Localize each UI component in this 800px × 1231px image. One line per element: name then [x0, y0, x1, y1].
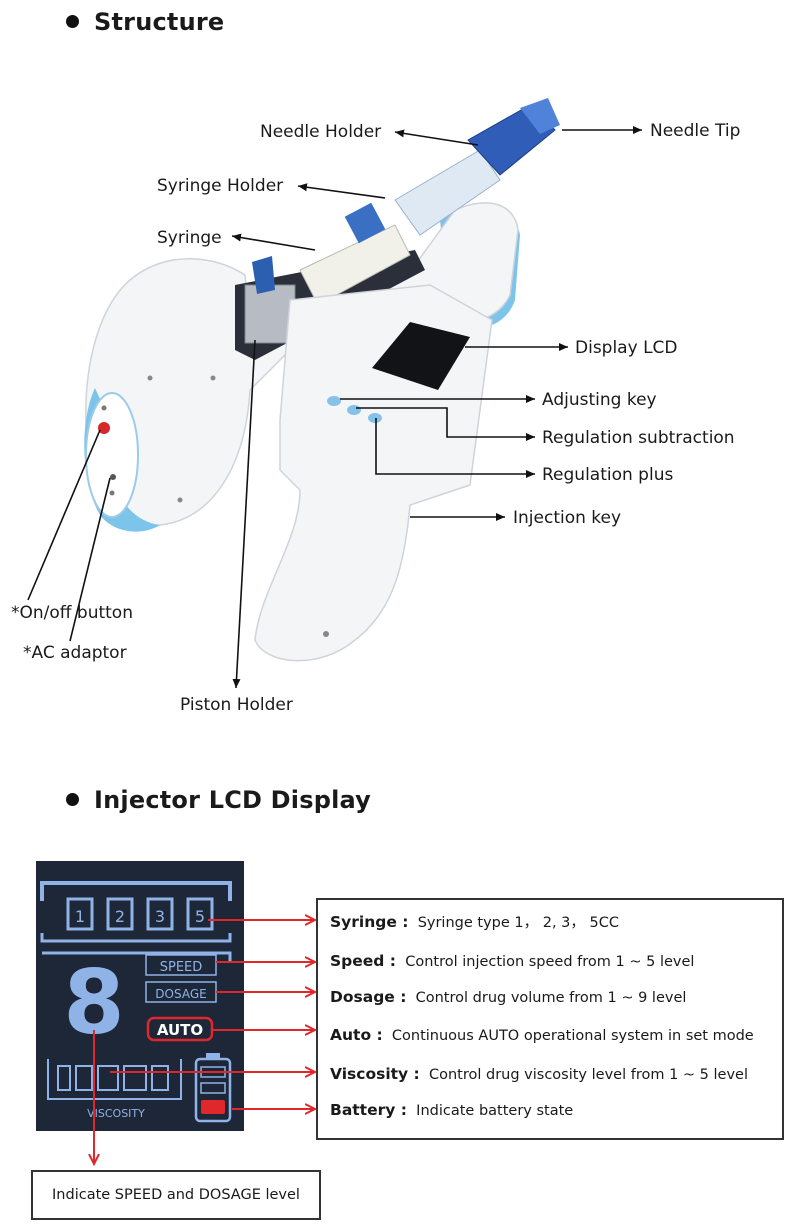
lcd-viscosity-label: VISCOSITY: [87, 1107, 145, 1120]
adjusting-key-button: [327, 396, 341, 406]
lcd-speed-label: SPEED: [160, 960, 203, 975]
lcd-battery-cap: [206, 1053, 220, 1059]
legend-desc: Control drug viscosity level from 1 ~ 5 …: [428, 1067, 748, 1083]
legend-term: Syringe :: [330, 913, 409, 931]
lcd-panel: 1 2 3 5 8 SPEED DOSAGE AUTO VISCOSITY: [36, 861, 244, 1131]
syringe-arrow: [231, 233, 316, 251]
lcd-syringe-icons: 1 2 3 5: [66, 897, 214, 931]
lcd-syringe-num: 5: [195, 907, 205, 926]
lcd-viscosity-bar: [151, 1065, 169, 1091]
lcd-syringe-frame-bottom: [40, 933, 232, 943]
device-screw-icon: [109, 490, 115, 496]
needle-tip: [520, 98, 560, 134]
label-regulation-plus: Regulation plus: [542, 465, 674, 485]
lcd-speed-box: [145, 954, 217, 976]
bullet-icon: [66, 792, 79, 806]
lcd-syringe-num: 1: [75, 907, 85, 926]
legend-term: Dosage :: [330, 988, 407, 1006]
lcd-battery-cell: [200, 1082, 226, 1094]
legend-term: Auto :: [330, 1026, 383, 1044]
injector-device-illustration: [27, 98, 642, 689]
structure-heading-text: Structure: [94, 8, 225, 36]
plus-key-button: [368, 413, 382, 423]
label-piston-holder: Piston Holder: [180, 695, 293, 715]
lcd-syringe-icon: [106, 897, 134, 931]
regulation-plus-arrow: [375, 418, 535, 478]
label-ac-adaptor: *AC adaptor: [23, 643, 127, 663]
regulation-subtraction-arrow: [356, 407, 535, 441]
lcd-viscosity-bar: [123, 1065, 147, 1091]
label-needle-holder: Needle Holder: [260, 122, 382, 142]
lcd-syringe-num: 2: [115, 907, 125, 926]
lcd-viscosity-bar: [75, 1065, 93, 1091]
subtraction-key-button: [347, 405, 361, 415]
device-lcd-screen: [372, 322, 470, 390]
ac-port-icon: [110, 474, 116, 480]
digit-note-text: Indicate SPEED and DOSAGE level: [52, 1187, 300, 1203]
legend-desc: Indicate battery state: [416, 1103, 574, 1119]
lcd-viscosity-bar: [97, 1065, 119, 1091]
digit-note-box: Indicate SPEED and DOSAGE level: [31, 1170, 321, 1220]
lcd-mid-frame: [42, 951, 232, 961]
piston-holder-arrow: [232, 339, 256, 689]
lcd-syringe-frame: [40, 881, 232, 901]
label-display-lcd: Display LCD: [575, 338, 678, 358]
legend-term: Speed :: [330, 952, 396, 970]
label-adjusting-key: Adjusting key: [542, 390, 657, 410]
structure-heading: Structure: [66, 8, 224, 36]
lcd-viscosity-frame: [47, 1059, 182, 1100]
lcd-battery-cell-red: [201, 1100, 225, 1114]
lcd-syringe-icon: [186, 897, 214, 931]
lcd-auto-label: AUTO: [157, 1021, 203, 1039]
syringe-flange: [344, 202, 386, 244]
legend-desc: Control injection speed from 1 ~ 5 level: [405, 954, 695, 970]
label-on-off-button: *On/off button: [11, 603, 133, 623]
legend-desc: Control drug volume from 1 ~ 9 level: [415, 990, 687, 1006]
needle-holder-arrow: [394, 129, 479, 146]
legend-row-syringe: Syringe : Syringe type 1， 2, 3， 5CC: [330, 911, 619, 932]
body-screw-icon: [210, 375, 216, 381]
on-off-arrow: [27, 429, 101, 601]
legend-row-auto: Auto : Continuous AUTO operational syste…: [330, 1026, 754, 1044]
legend-row-speed: Speed : Control injection speed from 1 ~…: [330, 952, 694, 970]
bullet-icon: [66, 14, 79, 28]
lcd-heading-text: Injector LCD Display: [94, 786, 372, 814]
body-screw-icon: [177, 497, 183, 503]
lcd-viscosity-bars: [57, 1065, 169, 1091]
lcd-legend-arrows: [0, 850, 330, 1170]
legend-desc: Continuous AUTO operational system in se…: [391, 1028, 754, 1044]
label-regulation-subtraction: Regulation subtraction: [542, 428, 735, 448]
lcd-heading: Injector LCD Display: [66, 786, 371, 814]
lcd-syringe-icon: [66, 897, 94, 931]
label-syringe: Syringe: [157, 228, 222, 248]
device-end-plate: [85, 392, 139, 518]
legend-term: Battery :: [330, 1101, 407, 1119]
legend-row-dosage: Dosage : Control drug volume from 1 ~ 9 …: [330, 988, 686, 1006]
body-screw-icon: [147, 375, 153, 381]
legend-row-battery: Battery : Indicate battery state: [330, 1101, 573, 1119]
device-screw-icon: [101, 405, 107, 411]
legend-row-viscosity: Viscosity : Control drug viscosity level…: [330, 1065, 748, 1083]
lcd-dosage-label: DOSAGE: [155, 987, 206, 1001]
lcd-viscosity-bar: [57, 1065, 71, 1091]
label-needle-tip: Needle Tip: [650, 121, 741, 141]
lcd-syringe-num: 3: [155, 907, 165, 926]
label-syringe-holder: Syringe Holder: [157, 176, 284, 196]
piston-clip: [252, 256, 275, 294]
grip-screw-icon: [323, 631, 329, 637]
syringe-holder-arrow: [297, 183, 386, 199]
label-injection-key: Injection key: [513, 508, 622, 528]
legend-term: Viscosity :: [330, 1065, 420, 1083]
ac-adaptor-arrow: [69, 477, 111, 642]
lcd-syringe-icon: [146, 897, 174, 931]
legend-desc: Syringe type 1， 2, 3， 5CC: [417, 915, 619, 931]
lcd-legend-box: Syringe : Syringe type 1， 2, 3， 5CC Spee…: [316, 898, 784, 1140]
power-button-icon: [98, 422, 110, 434]
syringe-holder: [394, 149, 501, 236]
